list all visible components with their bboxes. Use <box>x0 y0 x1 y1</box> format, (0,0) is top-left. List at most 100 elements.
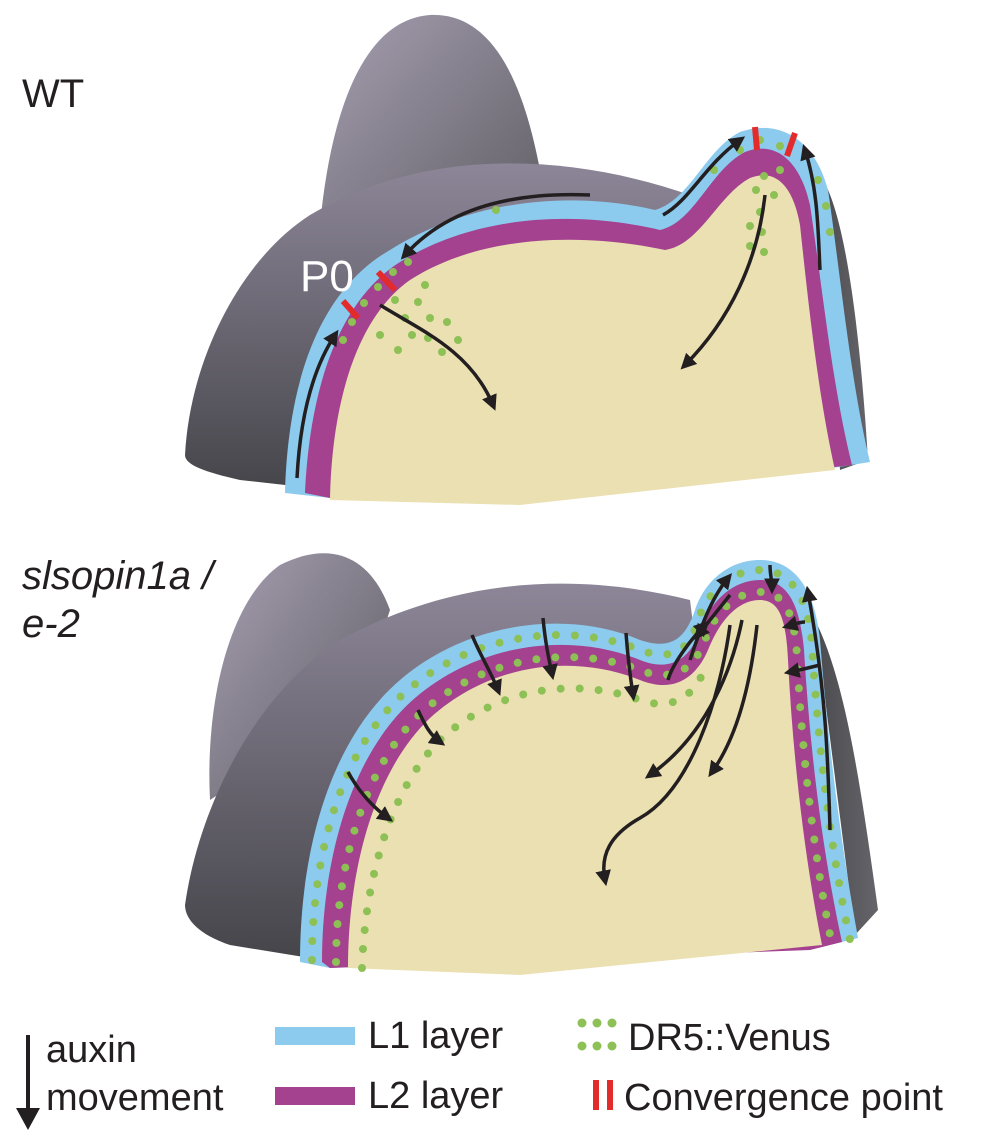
dr5-dot <box>514 634 523 643</box>
mutant-auxin-arrow <box>783 662 821 678</box>
dr5-dot <box>570 653 579 662</box>
dr5-dot <box>805 797 814 806</box>
dr5-dot <box>701 633 710 642</box>
dr5-dot <box>370 869 378 878</box>
mutant-auxin-arrows <box>346 564 832 887</box>
dr5-dot <box>813 709 822 718</box>
wt-auxin-arrow <box>295 329 339 479</box>
dr5-dot <box>807 633 816 642</box>
dr5-dot <box>815 873 824 881</box>
dr5-dot <box>308 937 317 945</box>
dr5-dot <box>495 663 504 672</box>
dr5-dot <box>466 712 475 721</box>
mutant-auxin-arrow <box>688 573 732 661</box>
mutant-auxin-arrow <box>595 624 732 887</box>
dr5-dot <box>332 939 341 947</box>
p0-primordium-label: P0 <box>300 252 354 301</box>
dr5-dot <box>360 926 369 935</box>
dr5-dot <box>835 879 844 888</box>
dr5-dot <box>324 824 333 833</box>
legend-auxin-arrow-icon <box>16 1035 40 1130</box>
dr5-dot <box>320 842 329 851</box>
legend-l2-swatch <box>275 1087 355 1105</box>
legend <box>16 1018 617 1130</box>
dr5-dot <box>808 652 817 661</box>
dr5-dot <box>831 860 840 869</box>
dr5-dot <box>337 882 346 891</box>
dr5-dot <box>818 766 827 775</box>
dr5-dot <box>495 638 504 647</box>
mutant-auxin-arrow <box>346 771 394 822</box>
dr5-dot <box>813 854 821 863</box>
dr5-dot <box>814 728 823 737</box>
dr5-dot <box>442 659 451 668</box>
dr5-dot <box>650 699 658 708</box>
dr5-dot <box>477 670 486 679</box>
dr5-dot <box>788 580 797 589</box>
dr5-dot <box>785 609 794 618</box>
dr5-dot <box>790 627 799 636</box>
dr5-dot <box>774 593 783 602</box>
mutant-auxin-arrow <box>708 624 759 778</box>
mutant-auxin-arrow <box>781 615 806 631</box>
dr5-dot <box>359 945 367 953</box>
dr5-dot <box>631 694 640 703</box>
dr5-dot <box>696 608 705 617</box>
dr5-dot <box>451 723 460 732</box>
dr5-dot <box>818 891 827 900</box>
dr5-dot <box>822 910 831 919</box>
dr5-dot <box>379 756 388 765</box>
dr5-dot <box>426 669 435 678</box>
dr5-dot <box>738 591 747 600</box>
dr5-dot <box>428 699 437 708</box>
legend-convergence-label: Convergence point <box>624 1077 943 1119</box>
dr5-dot <box>825 929 834 938</box>
dr5-dot <box>799 741 808 750</box>
dr5-dot <box>390 740 398 749</box>
dr5-dot <box>313 880 322 889</box>
legend-l1-swatch <box>275 1027 355 1045</box>
legend-l2-label: L2 layer <box>368 1075 504 1117</box>
dr5-dot <box>309 918 318 926</box>
dr5-dot <box>773 569 782 578</box>
mutant-auxin-arrow <box>694 593 732 640</box>
dr5-dot <box>444 688 453 697</box>
wt-auxin-arrow <box>379 303 497 411</box>
dr5-dot <box>796 703 805 712</box>
dr5-dot <box>575 684 584 693</box>
mutant-auxin-arrow <box>801 585 832 831</box>
dr5-dot <box>380 833 389 842</box>
dr5-dot <box>685 688 694 697</box>
dr5-dot <box>532 632 541 641</box>
dr5-dot <box>589 654 598 663</box>
wt-convergence-mark <box>340 299 361 320</box>
dr5-dot <box>706 592 715 601</box>
mutant-panel-label-line2: e-2 <box>22 602 80 646</box>
dr5-dot <box>845 935 854 943</box>
dr5-dot <box>801 760 810 768</box>
mutant-auxin-arrow <box>764 564 780 595</box>
dr5-dot <box>360 737 369 745</box>
dr5-dot <box>383 706 392 715</box>
dr5-dot <box>396 692 405 701</box>
legend-auxin-label-line2: movement <box>46 1077 224 1119</box>
dr5-dot <box>668 698 677 707</box>
dr5-dot <box>810 835 819 844</box>
dr5-dot <box>332 958 340 966</box>
dr5-dot <box>804 615 813 623</box>
wt-panel-label: WT <box>22 72 85 116</box>
legend-dr5-swatch <box>577 1018 617 1051</box>
dr5-dot <box>412 764 421 773</box>
dr5-dot <box>613 689 622 698</box>
dr5-dot <box>663 650 672 659</box>
dr5-dot <box>410 680 419 689</box>
dr5-dot <box>370 773 379 782</box>
dr5-dot <box>537 686 546 695</box>
wt-inner-tissue <box>330 175 835 505</box>
dr5-dot <box>803 778 812 787</box>
dr5-dot <box>551 653 560 662</box>
dr5-dot <box>792 646 801 655</box>
dr5-dot <box>807 816 816 825</box>
dr5-dot <box>810 671 818 680</box>
